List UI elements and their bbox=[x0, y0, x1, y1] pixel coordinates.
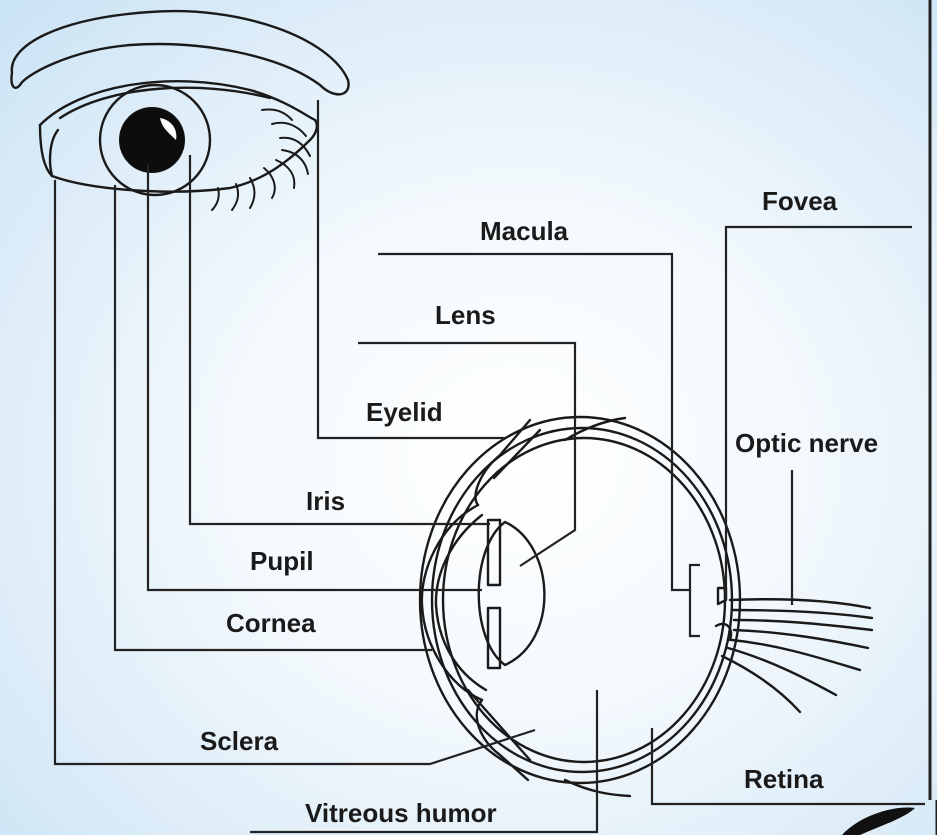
pupil-circle bbox=[119, 107, 185, 173]
leader-iris bbox=[190, 155, 490, 524]
eyelashes-upper bbox=[212, 109, 310, 210]
label-retina: Retina bbox=[744, 766, 823, 792]
external-eye-drawing bbox=[11, 11, 348, 210]
optic-nerve-fibers bbox=[722, 599, 872, 712]
leader-fovea bbox=[726, 227, 912, 600]
label-optic-nerve: Optic nerve bbox=[735, 430, 878, 456]
leader-eyelid bbox=[318, 100, 505, 438]
lens-shape bbox=[479, 522, 545, 665]
retina-layer bbox=[443, 438, 725, 762]
label-eyelid: Eyelid bbox=[366, 399, 443, 425]
label-fovea: Fovea bbox=[762, 188, 837, 214]
leader-sclera bbox=[55, 180, 535, 764]
fovea-notch bbox=[718, 588, 726, 604]
corner-brush-mark bbox=[842, 807, 915, 835]
leader-macula-bracket bbox=[690, 565, 700, 636]
frame-border bbox=[930, 0, 937, 835]
label-cornea: Cornea bbox=[226, 610, 316, 636]
label-sclera: Sclera bbox=[200, 728, 278, 754]
label-pupil: Pupil bbox=[250, 548, 314, 574]
leader-pupil bbox=[148, 164, 482, 590]
sclera-outer bbox=[420, 417, 740, 783]
lid-inner-line bbox=[50, 130, 58, 176]
label-vitreous-humor: Vitreous humor bbox=[305, 800, 497, 826]
label-lens: Lens bbox=[435, 302, 496, 328]
leader-lens bbox=[358, 343, 575, 566]
label-iris: Iris bbox=[306, 488, 345, 514]
eyeball-cross-section bbox=[420, 417, 872, 796]
label-macula: Macula bbox=[480, 218, 568, 244]
ciliary-upper bbox=[475, 420, 530, 505]
